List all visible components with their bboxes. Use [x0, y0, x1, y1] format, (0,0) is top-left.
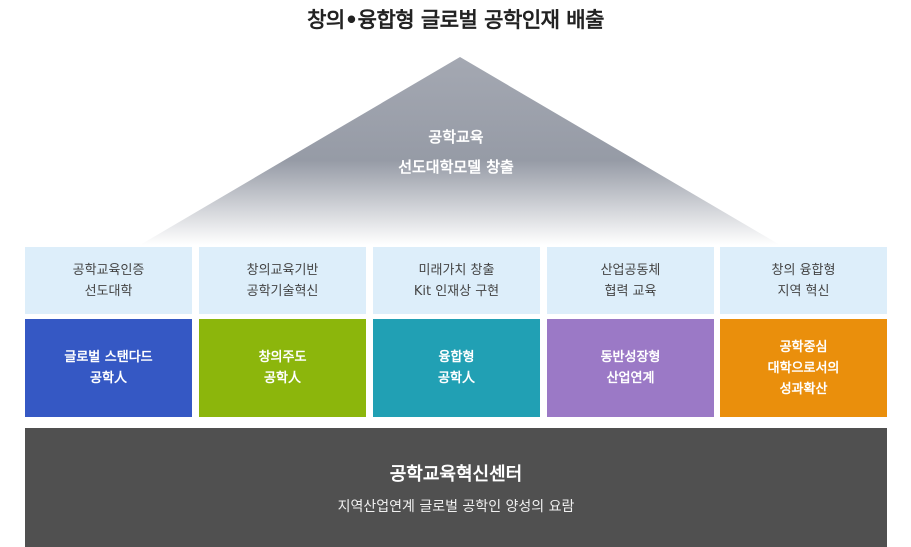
pillar-3-bottom-line1: 융합형: [438, 350, 475, 365]
pillar-3-bottom-line2: 공학人: [438, 371, 475, 386]
pillar-2-top: 창의교육기반 공학기술혁신: [199, 247, 366, 314]
base-title: 공학교육혁신센터: [389, 463, 523, 485]
pillar-5-bottom-line3: 성과확산: [779, 381, 828, 397]
pillar-4-bottom-line2: 산업연계: [606, 371, 655, 386]
roof-label-line2: 선도대학모델 창출: [398, 158, 514, 176]
pillar-3-top-line1: 미래가치 창출: [418, 262, 495, 278]
base-foundation: 공학교육혁신센터 지역산업연계 글로벌 공학인 양성의 요람: [25, 428, 887, 547]
pillar-2-bottom-line2: 공학人: [264, 371, 301, 386]
pillar-5-bottom-line1: 공학중심: [779, 339, 828, 355]
pillar-5-top-line2: 지역 혁신: [777, 283, 830, 299]
pillar-5-bottom-line2: 대학으로서의: [767, 360, 840, 376]
roof-label-line1: 공학교육: [428, 128, 484, 146]
pillar-2-top-line2: 공학기술혁신: [246, 283, 319, 299]
pillar-3: 미래가치 창출 Kit 인재상 구현 융합형 공학人: [373, 247, 540, 417]
roof-shape: [140, 57, 780, 245]
pillar-1-bottom-line2: 공학人: [90, 371, 127, 386]
roof-label: 공학교육 선도대학모델 창출: [306, 122, 606, 182]
pillar-1-bottom: 글로벌 스탠다드 공학人: [25, 319, 192, 417]
pillar-4-top-line1: 산업공동체: [600, 262, 661, 278]
pillar-3-top-line2: Kit 인재상 구현: [413, 283, 500, 299]
pillar-4-bottom-line1: 동반성장형: [600, 350, 661, 365]
pillar-1-top-line1: 공학교육인증: [72, 262, 145, 278]
pillar-1: 공학교육인증 선도대학 글로벌 스탠다드 공학人: [25, 247, 192, 417]
pillar-1-top-line2: 선도대학: [84, 283, 133, 299]
diagram-title: 창의•융합형 글로벌 공학인재 배출: [307, 8, 604, 32]
pillar-1-top: 공학교육인증 선도대학: [25, 247, 192, 314]
pillar-1-bottom-line1: 글로벌 스탠다드: [64, 350, 153, 365]
pillar-4-bottom: 동반성장형 산업연계: [547, 319, 714, 417]
pillar-2-bottom: 창의주도 공학人: [199, 319, 366, 417]
base-subtitle: 지역산업연계 글로벌 공학인 양성의 요람: [337, 498, 575, 515]
pillar-5-top-line1: 창의 융합형: [771, 262, 836, 278]
pillar-2-bottom-line1: 창의주도: [258, 350, 307, 365]
pillar-4: 산업공동체 협력 교육 동반성장형 산업연계: [547, 247, 714, 417]
pillar-5-bottom: 공학중심 대학으로서의 성과확산: [720, 319, 887, 417]
pillar-3-top: 미래가치 창출 Kit 인재상 구현: [373, 247, 540, 314]
pillar-5: 창의 융합형 지역 혁신 공학중심 대학으로서의 성과확산: [720, 247, 887, 417]
pillar-2-top-line1: 창의교육기반: [246, 262, 319, 278]
pillar-5-top: 창의 융합형 지역 혁신: [720, 247, 887, 314]
pillar-4-top-line2: 협력 교육: [604, 283, 657, 299]
roof-triangle: [140, 57, 780, 245]
pillar-2: 창의교육기반 공학기술혁신 창의주도 공학人: [199, 247, 366, 417]
pillar-4-top: 산업공동체 협력 교육: [547, 247, 714, 314]
pillar-3-bottom: 융합형 공학人: [373, 319, 540, 417]
